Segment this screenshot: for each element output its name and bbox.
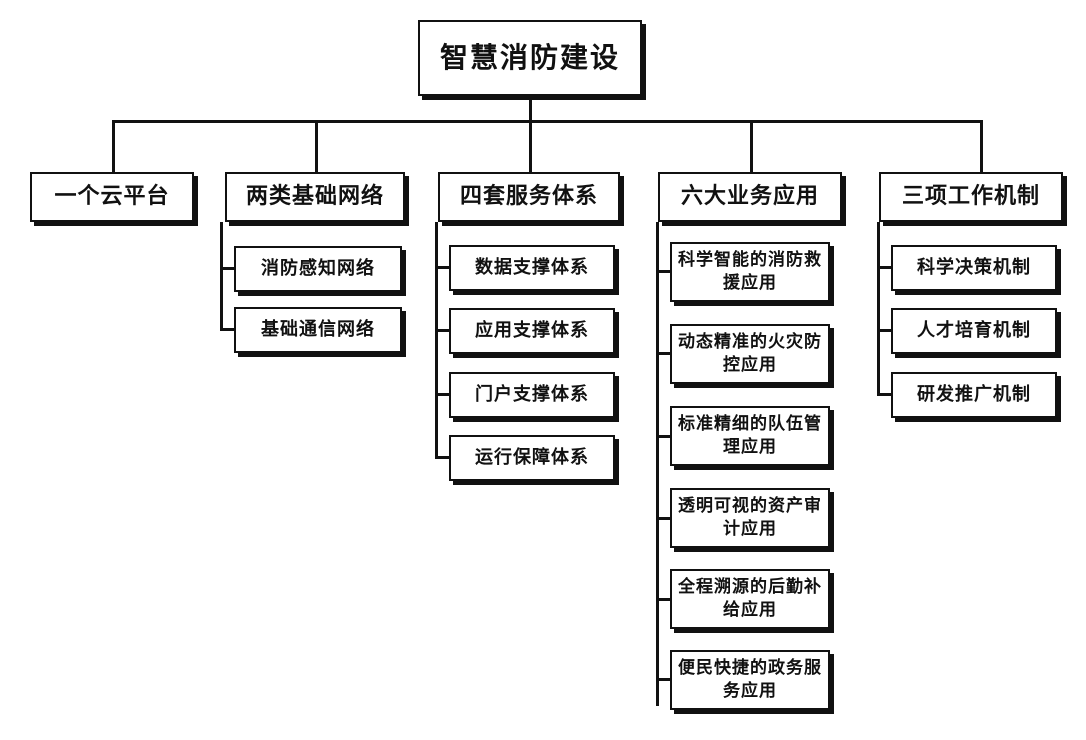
connector-cat-3 [529,120,532,172]
node-gov-service-app: 便民快捷的政务服务应用 [670,650,830,710]
connector-cat-2 [315,120,318,172]
tick [656,435,670,438]
node-portal-support: 门户支撑体系 [449,372,615,418]
node-asset-audit-app: 透明可视的资产审计应用 [670,488,830,548]
tick [877,266,891,269]
category-mechanisms: 三项工作机制 [879,172,1063,222]
node-rnd-mechanism: 研发推广机制 [891,372,1057,418]
tick [435,456,449,459]
spine-applications [656,222,659,706]
spine-services [435,222,438,458]
category-networks: 两类基础网络 [225,172,405,222]
node-data-support: 数据支撑体系 [449,245,615,291]
tick [435,393,449,396]
root-node: 智慧消防建设 [418,20,642,96]
node-sensing-network: 消防感知网络 [234,246,402,292]
spine-networks [220,222,223,330]
tick [656,517,670,520]
node-talent-mechanism: 人才培育机制 [891,308,1057,354]
node-app-support: 应用支撑体系 [449,308,615,354]
tick [656,678,670,681]
tick [656,352,670,355]
tick [877,393,891,396]
tick [435,266,449,269]
connector-cat-1 [112,120,115,172]
node-team-management-app: 标准精细的队伍管理应用 [670,406,830,466]
connector-cat-5 [980,120,983,172]
node-logistics-app: 全程溯源的后勤补给应用 [670,569,830,629]
connector-root-down [529,96,532,122]
connector-cat-4 [750,120,753,172]
node-fire-prevention-app: 动态精准的火灾防控应用 [670,324,830,384]
category-cloud-platform: 一个云平台 [30,172,194,222]
node-decision-mechanism: 科学决策机制 [891,245,1057,291]
category-applications: 六大业务应用 [658,172,842,222]
tick [220,328,234,331]
connector-horizontal-bus [112,120,983,123]
tick [656,270,670,273]
spine-mechanisms [877,222,880,394]
tick [220,267,234,270]
node-communication-network: 基础通信网络 [234,307,402,353]
node-operations: 运行保障体系 [449,435,615,481]
category-services: 四套服务体系 [438,172,620,222]
tick [656,598,670,601]
node-rescue-app: 科学智能的消防救援应用 [670,242,830,302]
tick [435,329,449,332]
tick [877,329,891,332]
